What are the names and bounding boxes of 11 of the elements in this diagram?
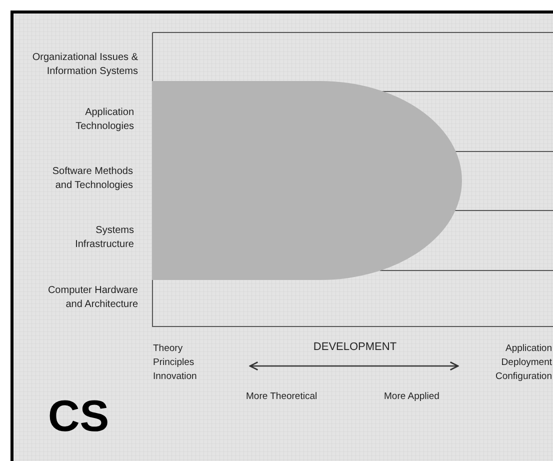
axis-label: Application Deployment Configuration xyxy=(494,342,552,384)
axis-label: More Theoretical xyxy=(246,390,318,404)
title-text: CS xyxy=(48,393,110,441)
axis-label: More Applied xyxy=(384,390,440,404)
row-label: Software Methods and Technologies xyxy=(51,165,133,193)
row-label: Organizational Issues & Information Systems xyxy=(31,51,138,79)
row-label: Computer Hardware and Architecture xyxy=(46,284,138,312)
axis-title: DEVELOPMENT xyxy=(312,340,398,354)
row-label: Application Technologies xyxy=(74,106,134,134)
axis-label: Theory Principles Innovation xyxy=(153,342,198,384)
row-label: Systems Infrastructure xyxy=(74,224,134,252)
